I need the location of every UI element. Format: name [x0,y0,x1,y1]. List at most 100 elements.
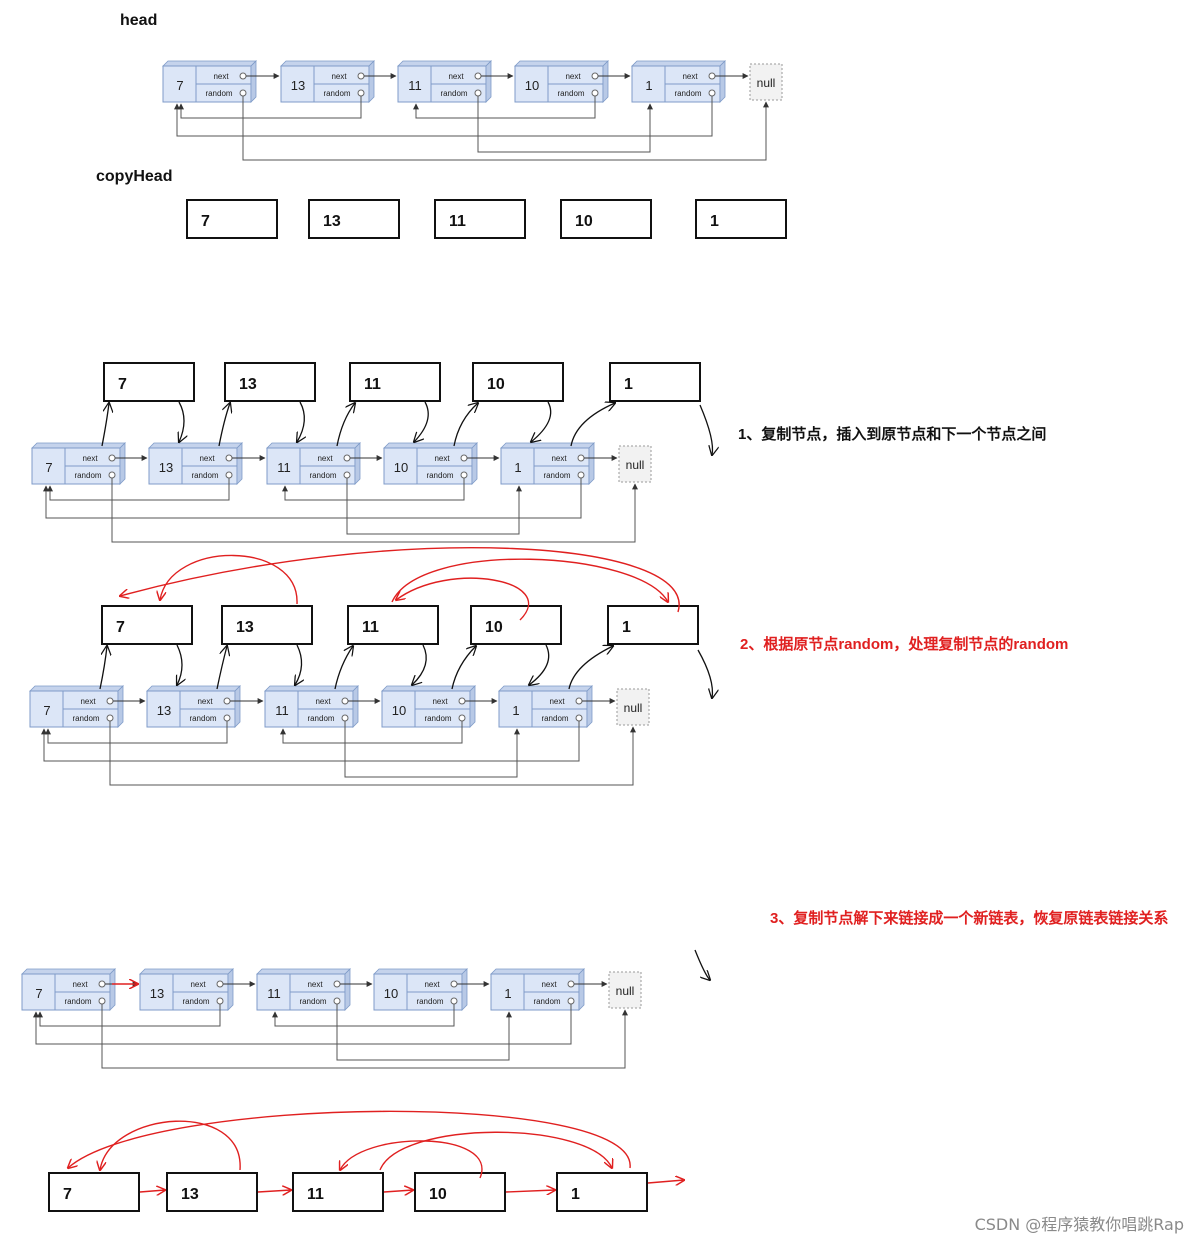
random-arrow [272,1004,455,1027]
copy-link-down-arrow [531,401,552,442]
node-side-face [461,968,468,1011]
node-next-label: next [448,72,464,81]
random-arrow [178,96,362,119]
random-arrow [477,96,653,153]
random-pointer-dot [460,471,468,479]
random-pointer-dot [225,471,233,479]
random-arrow [344,721,520,778]
next-pointer-dot [591,72,599,80]
random-pointer-dot [239,89,247,97]
node-random-label: random [426,471,453,480]
copy-link-up-arrow [453,403,478,447]
copy-node [292,1172,384,1212]
node-top-face [266,442,361,449]
node-random-label: random [309,471,336,480]
random-arrow [336,1004,512,1061]
copy-node [101,605,193,645]
next-pointer-dot [575,697,583,705]
copy-link-down-arrow [295,644,302,685]
copy-node-value: 11 [364,376,381,393]
step-3-text: 3、复制节点解下来链接成一个新链表，恢复原链表链接关系 [770,910,1169,927]
copy-node [186,199,278,239]
node-value: 13 [157,703,171,718]
node-value: 10 [392,703,406,718]
random-pointer-dot [333,997,341,1005]
node-top-face [373,968,468,975]
node-next-label: next [315,697,331,706]
next-pointer-dot [474,72,482,80]
node-random-label: random [323,89,350,98]
copy-random-arrow [379,1131,612,1170]
copy-link-up-arrow [451,646,476,690]
node-random-label: random [182,997,209,1006]
next-pointer-dot [343,454,351,462]
node-side-face [250,60,257,103]
next-pointer-dot [567,980,575,988]
copy-node [434,199,526,239]
null-label: null [616,984,635,998]
node-side-face [602,60,609,103]
node-value: 1 [512,703,519,718]
copy-next-arrow [647,1180,684,1183]
node-value: 7 [43,703,50,718]
node-random-label: random [205,89,232,98]
node-value: 11 [267,986,281,1001]
node-next-label: next [213,72,229,81]
copy-node [103,362,195,402]
copy-link-up-arrow [99,646,107,690]
node-side-face [352,685,359,728]
random-arrow [33,1004,572,1045]
node-top-face [383,442,478,449]
copy-next-arrow [505,1190,555,1192]
null-node [608,971,642,1009]
copy-link-up-arrow [570,403,615,447]
node-value: 11 [275,703,289,718]
copy-random-arrow [396,577,530,621]
node-top-face [280,60,375,67]
copy-link-up-arrow [336,403,355,447]
node-top-face [162,60,257,67]
random-arrow [101,1004,628,1069]
node-next-label: next [317,454,333,463]
random-arrow [37,1004,221,1027]
copy-node [48,1172,140,1212]
copy-node-value: 1 [622,619,631,636]
node-side-face [469,685,476,728]
copy-node-value: 11 [362,619,379,636]
copy-node-value: 7 [116,619,125,636]
node-random-label: random [191,471,218,480]
copy-random-arrow [391,558,668,602]
copy-next-arrow [383,1190,413,1192]
random-pointer-dot [567,997,575,1005]
null-node [616,688,650,726]
copy-node [560,199,652,239]
step-2-text: 2、根据原节点random，处理复制节点的random [740,636,1069,653]
copy-node-value: 1 [624,376,633,393]
random-pointer-dot [106,714,114,722]
next-pointer-dot [98,980,106,988]
copy-node [556,1172,648,1212]
random-arrow [47,478,230,501]
random-pointer-dot [343,471,351,479]
node-side-face [485,60,492,103]
random-arrow [43,478,582,519]
node-random-label: random [674,89,701,98]
copy-node [470,605,562,645]
node-value: 13 [291,78,305,93]
watermark: CSDN @程序猿教你唱跳Rap [974,1215,1184,1234]
node-random-label: random [299,997,326,1006]
random-arrow [41,721,580,762]
node-random-label: random [72,714,99,723]
node-next-label: next [549,697,565,706]
next-pointer-dot [225,454,233,462]
node-random-label: random [307,714,334,723]
node-next-label: next [434,454,450,463]
null-label: null [624,701,643,715]
node-side-face [234,685,241,728]
random-arrow [109,721,636,786]
node-side-face [344,968,351,1011]
random-pointer-dot [341,714,349,722]
copy-link-up-arrow [218,403,230,447]
node-top-face [31,442,126,449]
random-pointer-dot [450,997,458,1005]
